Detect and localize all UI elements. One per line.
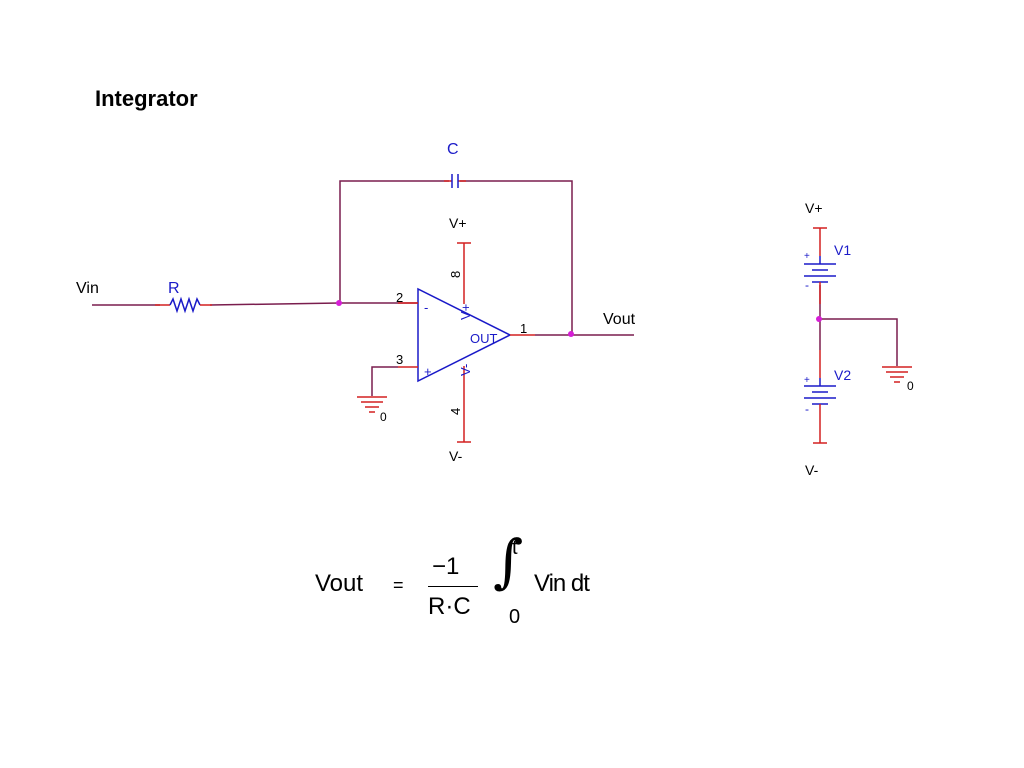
opamp-inv-sign: - [424,300,428,315]
opamp-pin-number-vminus: 4 [448,408,463,415]
junction-node-out [568,331,574,337]
supply-vminus-label: V- [805,462,819,478]
feedback-wire [339,180,573,334]
formula-denominator: R·C [428,593,471,620]
opamp-vplus-pin-label: V+ [458,304,473,320]
supply-ground-symbol [882,366,912,383]
fraction-bar [428,586,478,587]
vout-label: Vout [603,311,636,328]
v1-plus-mark: + [804,251,810,262]
opamp-pin-number-noninv: 3 [396,352,403,367]
v1-minus-mark: - [805,278,809,292]
opamp-pin-number-inv: 2 [396,290,403,305]
formula-equals: = [393,575,404,595]
v1-ref-label: V1 [834,242,851,258]
capacitor-ref-label: C [447,141,459,158]
formula-numerator: −1 [432,553,460,580]
opamp-noninv-sign: + [424,364,432,379]
capacitor-c [444,174,466,188]
opamp-vminus-pin-label: V- [458,364,473,376]
v2-ref-label: V2 [834,367,851,383]
opamp-out-label: OUT [470,331,498,346]
ground-symbol [357,396,387,413]
integral-lower-limit: 0 [509,606,521,628]
formula-integrand: Vin dt [534,570,590,597]
opamp-supply-vplus-label: V+ [449,215,467,231]
junction-node-supply [816,316,822,322]
junction-node-inv [336,300,342,306]
resistor-ref-label: R [168,280,180,297]
v2-minus-mark: - [805,402,809,416]
opamp-pin-number-vplus: 8 [448,271,463,278]
integral-upper-limit: t [512,537,518,559]
opamp [398,242,535,443]
formula-lhs: Vout [315,570,364,597]
v2-plus-mark: + [804,375,810,386]
supply-vplus-label: V+ [805,200,823,216]
vin-label: Vin [76,280,99,297]
resistor-r [155,296,212,314]
opamp-supply-vminus-label: V- [449,448,463,464]
ground-label: 0 [380,410,387,424]
noninv-ground-wire [371,366,398,396]
battery-v2 [804,350,836,444]
power-supply-wires [819,285,898,366]
input-wire [92,302,418,306]
integral-sign: ∫ [493,527,524,595]
opamp-pin-number-out: 1 [520,321,527,336]
page-title: Integrator [95,86,198,111]
supply-ground-label: 0 [907,379,914,393]
battery-v1 [804,227,836,304]
